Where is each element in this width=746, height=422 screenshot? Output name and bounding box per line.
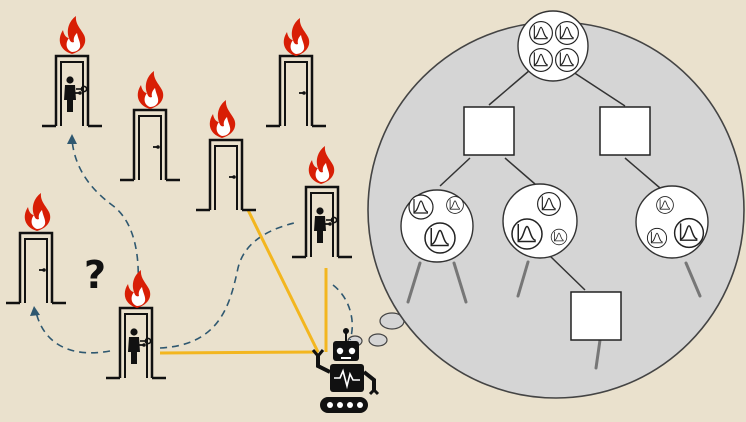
search-path-3	[159, 221, 299, 349]
search-path-2	[35, 311, 111, 354]
action-square-icon	[463, 106, 515, 156]
door-5	[290, 185, 354, 259]
gaussian-distribution-icon	[529, 48, 553, 72]
question-mark: ?	[84, 253, 106, 297]
tree-edges	[439, 69, 661, 291]
gaussian-distribution-icon	[446, 196, 464, 214]
search-path-1	[71, 139, 140, 286]
door-7	[104, 306, 168, 380]
door-4	[194, 138, 258, 212]
thought-dot-medium	[368, 333, 388, 347]
action-square-icon	[599, 106, 651, 156]
tree-leaf-edges	[406, 260, 702, 370]
belief-node-right	[635, 185, 709, 259]
gaussian-distribution-icon	[555, 21, 579, 45]
gaussian-distribution-icon	[408, 194, 434, 220]
door-6	[4, 231, 68, 305]
gaussian-distribution-icon	[424, 222, 456, 254]
gaussian-distribution-icon	[529, 21, 553, 45]
gaussian-distribution-icon	[555, 48, 579, 72]
flame-icon	[59, 16, 86, 54]
flame-icon	[209, 100, 236, 138]
door-3	[264, 54, 328, 128]
flame-icon	[308, 146, 335, 184]
door-2	[118, 108, 182, 182]
door-1	[40, 54, 104, 128]
gaussian-distribution-icon	[646, 227, 668, 249]
gaussian-distribution-icon	[511, 218, 543, 250]
sight-lines	[159, 209, 328, 355]
action-square-icon	[570, 291, 622, 341]
belief-node-left	[400, 189, 474, 263]
belief-node-middle	[502, 183, 578, 259]
gaussian-distribution-icon	[537, 192, 561, 216]
belief-node-root	[517, 10, 589, 82]
belief-tree	[347, 10, 745, 399]
robot-icon	[311, 328, 380, 413]
gaussian-distribution-icon	[656, 196, 674, 214]
search-path-arrows	[30, 134, 77, 316]
gaussian-distribution-icon	[673, 217, 705, 249]
search-path-4	[332, 284, 354, 341]
flame-icon	[24, 193, 51, 231]
gaussian-distribution-icon	[550, 228, 568, 246]
flame-icon	[137, 71, 164, 109]
search-paths	[35, 139, 354, 354]
flame-icon	[124, 270, 151, 308]
flame-icon	[283, 18, 310, 56]
